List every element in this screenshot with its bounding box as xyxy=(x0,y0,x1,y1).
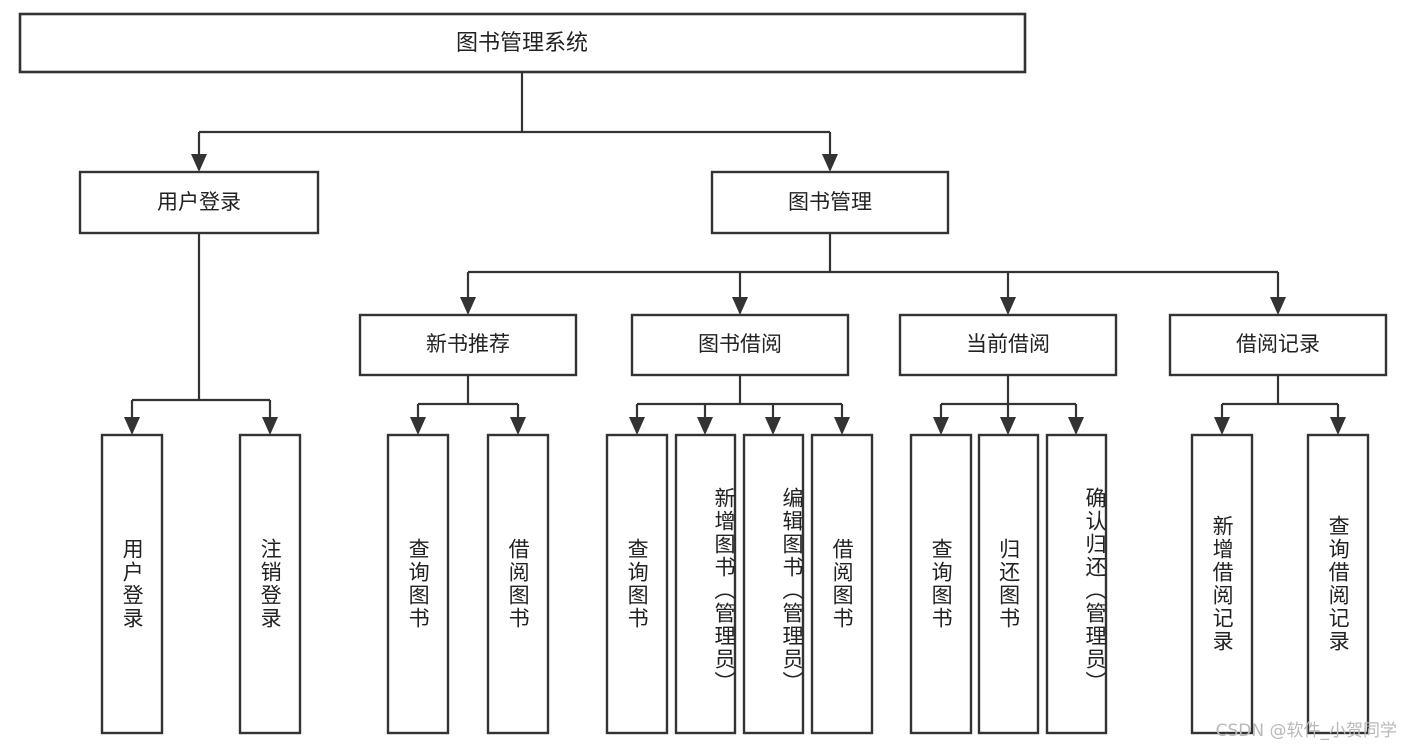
connector-root-to-level2 xyxy=(191,72,838,172)
node-current-borrow-label: 当前借阅 xyxy=(966,332,1050,356)
leaf-box-add-book[interactable] xyxy=(674,433,737,735)
node-borrow-record[interactable]: 借阅记录 xyxy=(1168,313,1388,377)
leaf-box-query-record[interactable] xyxy=(1306,433,1370,735)
leaf-box-borrow-book-2[interactable] xyxy=(810,433,874,735)
connector-bookborrow-to-leaves xyxy=(629,375,850,435)
node-new-book-recommend-label: 新书推荐 xyxy=(426,332,510,356)
leaf-box-user-login[interactable] xyxy=(100,433,164,735)
leaf-box-confirm-return[interactable] xyxy=(1045,433,1108,735)
leaf-box-add-record[interactable] xyxy=(1190,433,1254,735)
leaf-boxes xyxy=(100,433,1370,735)
node-current-borrow[interactable]: 当前借阅 xyxy=(898,313,1118,377)
leaf-box-edit-book[interactable] xyxy=(742,433,805,735)
node-root-label: 图书管理系统 xyxy=(456,31,588,56)
leaf-box-query-book-1[interactable] xyxy=(386,433,450,735)
leaf-box-logout-login[interactable] xyxy=(238,433,302,735)
node-borrow-record-label: 借阅记录 xyxy=(1236,332,1320,356)
leaf-box-borrow-book-1[interactable] xyxy=(486,433,550,735)
arrow-to-user-login xyxy=(191,154,207,172)
csdn-watermark: CSDN @软件_小贺同学 xyxy=(1215,721,1397,741)
connector-borrowrecord-to-leaves xyxy=(1214,375,1346,435)
leaf-box-query-book-3[interactable] xyxy=(909,433,973,735)
leaf-box-return-book[interactable] xyxy=(977,433,1040,735)
connector-newbook-to-leaves xyxy=(410,375,526,435)
connector-currentborrow-to-leaves xyxy=(933,375,1084,435)
node-user-login[interactable]: 用户登录 xyxy=(78,170,320,235)
node-book-manage[interactable]: 图书管理 xyxy=(710,170,950,235)
leaf-box-query-book-2[interactable] xyxy=(605,433,669,735)
node-book-borrow[interactable]: 图书借阅 xyxy=(630,313,850,377)
connector-bookmanage-to-level3 xyxy=(460,233,1286,315)
node-book-borrow-label: 图书借阅 xyxy=(698,332,782,356)
arrow-to-book-manage xyxy=(822,154,838,172)
node-book-manage-label: 图书管理 xyxy=(788,190,872,214)
node-new-book-recommend[interactable]: 新书推荐 xyxy=(358,313,578,377)
node-user-login-label: 用户登录 xyxy=(157,190,241,214)
node-root[interactable]: 图书管理系统 xyxy=(18,12,1027,74)
connector-userlogin-to-leaves xyxy=(124,233,278,435)
